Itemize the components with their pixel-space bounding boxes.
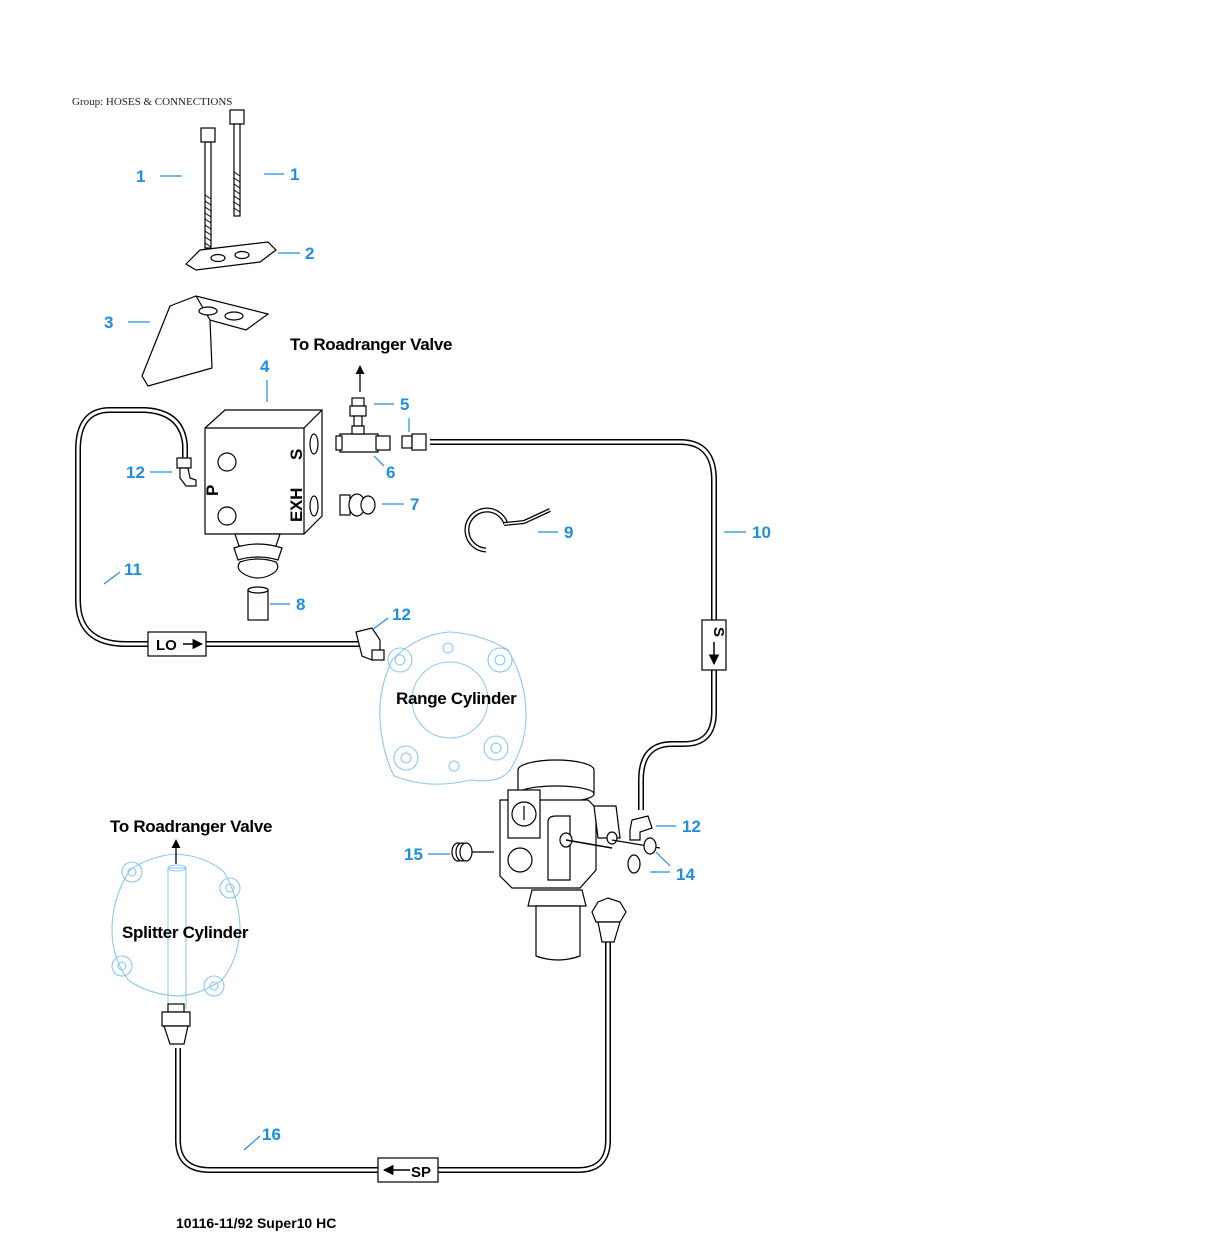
callout-1-right: 1 [290,165,299,184]
spring-clip [464,507,551,553]
group-label: Group: HOSES & CONNECTIONS [72,96,233,108]
callout-9: 9 [564,523,573,542]
range-cylinder-label: Range Cylinder [396,689,517,708]
range-cylinder-ghost: Range Cylinder [379,631,527,785]
callout-15: 15 [404,845,423,864]
callout-6: 6 [386,463,395,482]
hose-sp-tag: SP [377,1157,439,1183]
tee-fitting [335,397,391,453]
callout-7: 7 [410,495,419,514]
to-roadranger-left: To Roadranger Valve [110,817,272,864]
breather [339,493,376,517]
splitter-cylinder-label: Splitter Cylinder [122,923,249,942]
slave-valve-body: P S EXH [203,409,323,579]
drawing-id: 10116-11/92 Super10 HC [176,1215,336,1231]
callouts: 1 1 2 3 4 5 6 7 8 9 10 11 12 [103,165,771,1151]
to-roadranger-top: To Roadranger Valve [290,335,452,392]
filter-hose-fitting [591,897,627,943]
callout-2: 2 [305,244,314,263]
plug [451,842,473,862]
lock-plate [185,241,277,271]
callout-5: 5 [400,395,409,414]
callout-12-lo: 12 [392,605,411,624]
callout-4: 4 [260,357,270,376]
callout-1-left: 1 [136,167,145,186]
callout-16: 16 [262,1125,281,1144]
callout-12-filter: 12 [682,817,701,836]
hose-10 [430,439,717,810]
filter-regulator [499,759,661,961]
sleeve [247,586,269,621]
to-roadranger-top-label: To Roadranger Valve [290,335,452,354]
hose-11 [75,407,360,647]
callout-8: 8 [296,595,305,614]
valve-port-s: S [287,449,306,460]
splitter-cylinder-ghost: Splitter Cylinder [111,853,249,1009]
splitter-hose-fitting [161,1003,191,1045]
hose-16 [175,942,611,1173]
elbow-fitting-lo [355,627,385,661]
hose-s-tag: S [701,619,727,671]
callout-12-upper: 12 [126,463,145,482]
s-tag-label: S [710,627,727,637]
valve-port-p: P [203,485,222,496]
bolt-1-left [200,127,216,249]
callout-3: 3 [104,313,113,332]
callout-10: 10 [752,523,771,542]
to-roadranger-left-label: To Roadranger Valve [110,817,272,836]
callout-11: 11 [124,560,142,579]
hose-lo-tag: LO [147,631,207,657]
valve-port-exh: EXH [287,488,306,522]
callout-14: 14 [676,865,695,884]
sp-tag-label: SP [411,1164,431,1181]
lo-tag-label: LO [156,637,177,654]
mounting-bracket [141,295,270,387]
connector-fitting [401,433,427,451]
bolt-1-right [229,109,245,217]
elbow-fitting-upper [176,457,197,487]
elbow-fitting-filter [629,815,653,841]
